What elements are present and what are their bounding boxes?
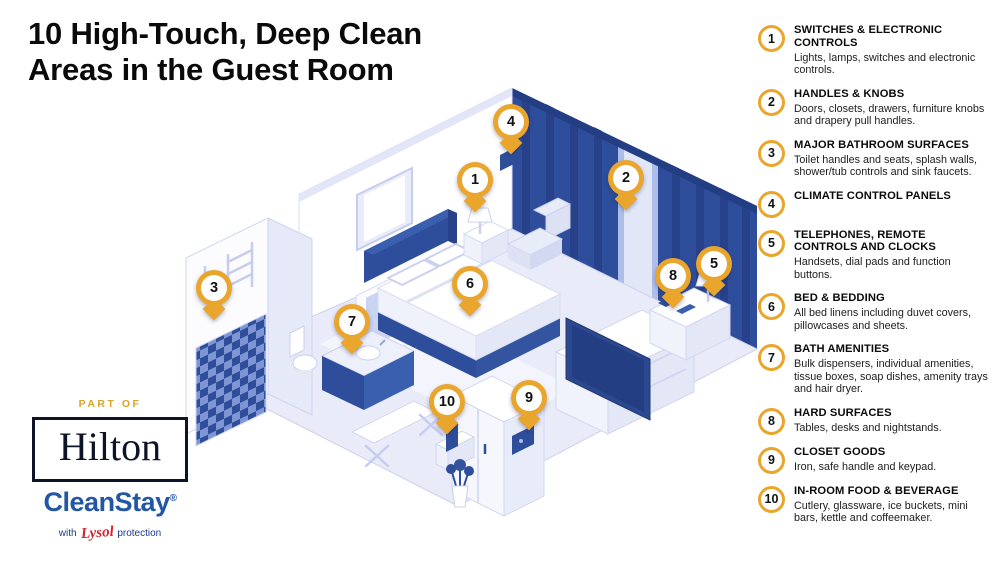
pin-icon: 9 — [511, 380, 547, 416]
pin-number: 6 — [465, 276, 475, 292]
protection-label: protection — [117, 528, 162, 539]
legend-item-2: 2 HANDLES & KNOBS Doors, closets, drawer… — [758, 88, 990, 128]
shower-tiles — [195, 313, 267, 447]
legend-list: 1 SWITCHES & ELECTRONIC CONTROLS Lights,… — [758, 24, 990, 536]
legend-title: HANDLES & KNOBS — [794, 87, 905, 100]
legend-desc: Toilet handles and seats, splash walls, … — [794, 153, 978, 179]
location-pin-3: 3 — [195, 270, 233, 322]
pin-icon: 6 — [452, 266, 488, 302]
toilet — [289, 325, 318, 381]
legend-title: MAJOR BATHROOM SURFACES — [794, 138, 969, 151]
climate-control-panel — [500, 146, 518, 171]
safe-icon — [512, 425, 534, 455]
legend-item-9: 9 CLOSET GOODS Iron, safe handle and key… — [758, 446, 990, 474]
legend-number-badge: 3 — [758, 139, 785, 167]
legend-item-4: 4 CLIMATE CONTROL PANELS — [758, 190, 990, 218]
legend-number-badge: 8 — [758, 407, 785, 435]
legend-desc: Iron, safe handle and keypad. — [794, 460, 937, 473]
legend-number-badge: 5 — [758, 229, 785, 257]
pin-number: 4 — [506, 114, 516, 130]
pin-number: 9 — [524, 390, 534, 406]
pin-number: 8 — [668, 268, 678, 284]
location-pin-9: 9 — [510, 380, 548, 432]
armchair — [506, 197, 572, 270]
legend-number-badge: 9 — [758, 446, 785, 474]
legend-item-8: 8 HARD SURFACES Tables, desks and nights… — [758, 407, 990, 435]
location-pin-2: 2 — [607, 160, 645, 212]
sink-vanity — [320, 330, 416, 410]
legend-item-10: 10 IN-ROOM FOOD & BEVERAGE Cutlery, glas… — [758, 485, 990, 525]
legend-title: HARD SURFACES — [794, 406, 892, 419]
page-title: 10 High-Touch, Deep Clean Areas in the G… — [28, 16, 422, 88]
legend-title: BED & BEDDING — [794, 292, 885, 305]
location-pin-5: 5 — [695, 246, 733, 298]
curtain-wall — [512, 88, 757, 349]
pin-number: 1 — [470, 172, 480, 188]
legend-desc: Handsets, dial pads and function buttons… — [794, 256, 951, 281]
page-title-line2: Areas in the Guest Room — [28, 51, 394, 87]
pin-icon: 5 — [696, 246, 732, 282]
legend-number-badge: 2 — [758, 88, 785, 116]
brand-block: PART OF Hilton CleanStay® with Lysol pro… — [30, 398, 190, 542]
legend-title: SWITCHES & ELECTRONIC CONTROLS — [794, 24, 943, 49]
cleanstay-wordmark: CleanStay® — [30, 487, 190, 518]
closet — [450, 375, 546, 517]
legend-item-1: 1 SWITCHES & ELECTRONIC CONTROLS Lights,… — [758, 24, 990, 77]
pin-icon: 8 — [655, 258, 691, 294]
legend-item-3: 3 MAJOR BATHROOM SURFACES Toilet handles… — [758, 139, 990, 179]
pin-icon: 3 — [196, 270, 232, 306]
legend-number-badge: 7 — [758, 344, 785, 372]
with-label: with — [58, 528, 77, 539]
luggage-bench — [350, 400, 444, 468]
legend-number-badge: 6 — [758, 293, 785, 321]
location-pin-6: 6 — [451, 266, 489, 318]
legend-desc: Bulk dispensers, individual amenities, t… — [794, 358, 988, 396]
pin-icon: 7 — [334, 304, 370, 340]
pin-icon: 4 — [493, 104, 529, 140]
pin-icon: 10 — [429, 384, 465, 420]
legend-desc: Lights, lamps, switches and electronic c… — [794, 51, 976, 77]
legend-title: IN-ROOM FOOD & BEVERAGE — [794, 484, 959, 497]
location-pin-4: 4 — [492, 104, 530, 156]
lysol-protection-line: with Lysol protection — [30, 523, 190, 543]
location-pin-7: 7 — [333, 304, 371, 356]
pin-icon: 1 — [457, 162, 493, 198]
legend-title: CLOSET GOODS — [794, 445, 886, 458]
registered-mark: ® — [169, 493, 177, 504]
pin-number: 3 — [209, 280, 219, 296]
location-pin-1: 1 — [456, 162, 494, 214]
pin-number: 10 — [438, 394, 456, 410]
legend-number-badge: 1 — [758, 25, 785, 52]
legend-number-badge: 4 — [758, 190, 785, 218]
location-pin-8: 8 — [654, 258, 692, 310]
clock-icon — [676, 304, 696, 314]
legend-number-badge: 10 — [758, 485, 785, 513]
legend-desc: All bed linens including duvet covers, p… — [794, 307, 972, 332]
lysol-logo: Lysol — [79, 523, 114, 543]
legend-item-7: 7 BATH AMENITIES Bulk dispensers, indivi… — [758, 343, 990, 395]
plant — [446, 459, 474, 508]
legend-item-5: 5 TELEPHONES, REMOTE CONTROLS AND CLOCKS… — [758, 229, 990, 282]
legend-title: CLIMATE CONTROL PANELS — [794, 189, 951, 202]
pin-number: 5 — [709, 256, 719, 272]
part-of-label: PART OF — [78, 398, 142, 410]
legend-desc: Tables, desks and nightstands. — [794, 421, 942, 434]
cleanstay-text: CleanStay — [43, 487, 171, 517]
legend-desc: Doors, closets, drawers, furniture knobs… — [794, 102, 985, 128]
page-title-line1: 10 High-Touch, Deep Clean — [28, 16, 423, 51]
legend-item-6: 6 BED & BEDDING All bed linens including… — [758, 292, 990, 332]
picture-frame — [356, 166, 413, 252]
location-pin-10: 10 — [428, 384, 466, 436]
legend-title: BATH AMENITIES — [794, 343, 890, 356]
hilton-logo: Hilton — [32, 417, 188, 482]
pin-number: 7 — [347, 314, 357, 330]
hilton-wordmark: Hilton — [58, 424, 162, 469]
pillow — [387, 259, 439, 286]
pin-icon: 2 — [608, 160, 644, 196]
legend-desc: Cutlery, glassware, ice buckets, mini ba… — [794, 499, 968, 525]
pin-number: 2 — [621, 170, 631, 186]
legend-title: TELEPHONES, REMOTE CONTROLS AND CLOCKS — [794, 228, 936, 254]
